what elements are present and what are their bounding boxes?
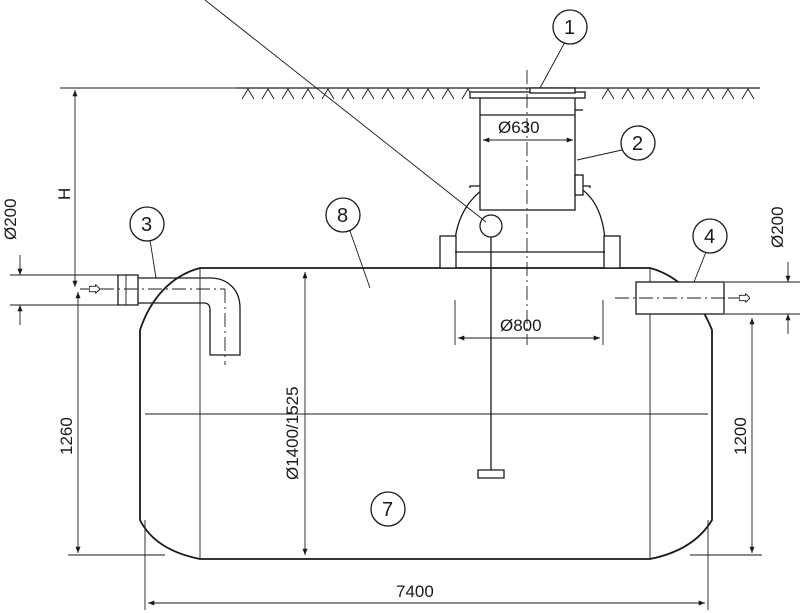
ground-hatch [421,88,435,100]
ground-hatch [301,88,315,100]
callout-3-text: 3 [141,214,152,236]
dim-d630: Ø630 [483,118,573,143]
callout-2-text: 2 [632,133,643,155]
dim-h-text: H [55,188,74,200]
ground-hatch [241,88,255,100]
ground-hatch [381,88,395,100]
ground-hatch [261,88,275,100]
ground-hatch [701,88,715,100]
callout-4: 4 [692,218,728,283]
callout-8-text: 8 [337,205,348,227]
dim-d630-text: Ø630 [498,118,540,137]
dim-d200-left: Ø200 [1,198,118,325]
dim-h: H [55,87,240,287]
ground-hatch [401,88,415,100]
callout-7-text: 7 [382,499,393,521]
outlet-pipe [615,281,750,315]
dim-7400-text: 7400 [396,582,434,601]
dim-d200-right: Ø200 [725,206,800,334]
dim-d200-left-text: Ø200 [1,198,20,240]
callout-7: 7 [370,491,406,527]
dim-7400: 7400 [144,520,709,610]
dim-1200-text: 1200 [731,417,750,455]
ground-hatch [681,88,695,100]
ground-hatch [621,88,635,100]
callout-2: 2 [576,125,656,161]
ground-hatch [641,88,655,100]
inlet-pipe [80,274,241,365]
dim-d800: Ø800 [454,300,604,345]
callout-3: 3 [129,206,165,279]
callout-4-text: 4 [704,226,715,248]
ground-line [237,87,760,100]
ground-hatch [321,88,335,100]
ground-hatch [601,88,615,100]
callout-1-text: 1 [564,17,575,39]
callout-1: 1 [539,9,588,89]
riser-pipe [469,87,586,211]
ground-hatch [361,88,375,100]
dim-d1400: Ø1400/1525 [283,272,308,555]
dim-1260: 1260 [57,292,165,556]
dim-1260-text: 1260 [57,417,76,455]
dim-1200: 1200 [690,318,762,556]
leader-line [204,0,487,223]
ground-hatch [281,88,295,100]
ground-hatch [741,88,755,100]
dim-d800-text: Ø800 [500,316,542,335]
callout-8: 8 [325,197,371,289]
dim-d200-right-text: Ø200 [768,206,787,248]
ground-hatch [721,88,735,100]
level-sensor [477,214,505,479]
ground-hatch [661,88,675,100]
ground-hatch [341,88,355,100]
ground-hatch [441,88,455,100]
tank-body [139,267,713,560]
dim-d1400-text: Ø1400/1525 [283,386,302,480]
